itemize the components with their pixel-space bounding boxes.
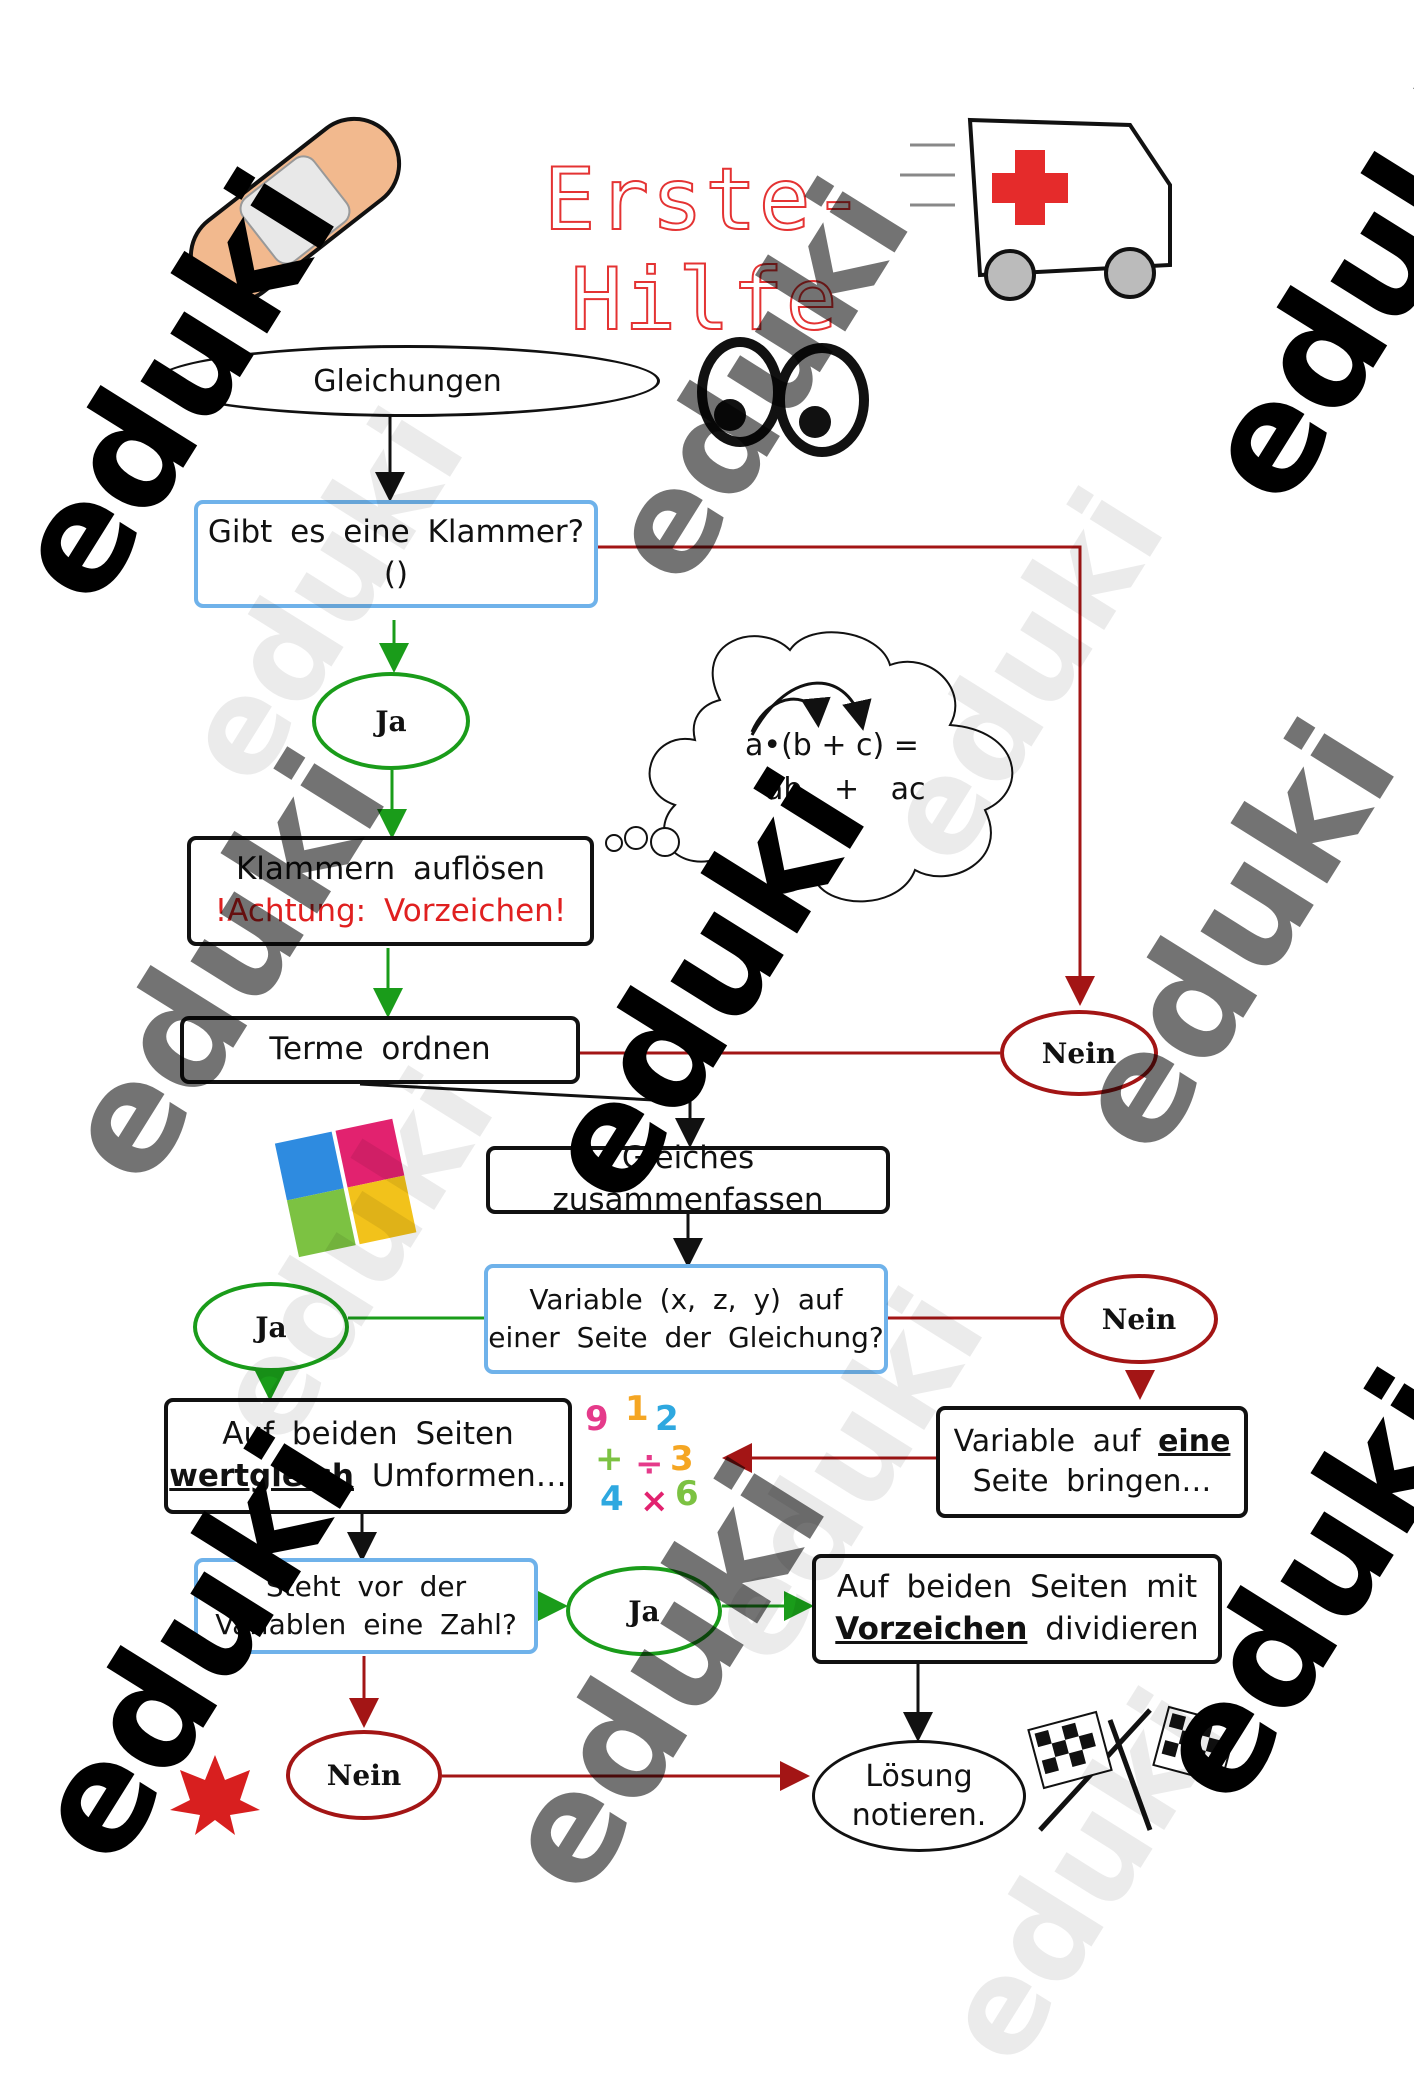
puzzle-icon xyxy=(274,1118,417,1258)
start-node: Gleichungen xyxy=(155,345,660,417)
yes-node-bracket: Ja xyxy=(312,672,470,770)
svg-text:4: 4 xyxy=(600,1479,624,1519)
numbers-icon: 9 1 2 + ÷ 3 4 × 6 xyxy=(585,1389,699,1521)
yes-node-variable: Ja xyxy=(193,1282,349,1372)
question-number-line2: Variablen eine Zahl? xyxy=(215,1608,517,1641)
flowchart-connectors: 9 1 2 + ÷ 3 4 × 6 xyxy=(170,116,1238,1835)
sort-terms-label: Terme ordnen xyxy=(269,1031,491,1068)
svg-text:3: 3 xyxy=(670,1439,694,1479)
yes-node-number: Ja xyxy=(566,1566,722,1656)
sort-terms-box: Terme ordnen xyxy=(180,1016,580,1084)
question-bracket-line2: () xyxy=(383,556,409,592)
arrow-terms-to-combine xyxy=(359,1082,705,1148)
svg-text:×: × xyxy=(640,1481,669,1521)
thought-formula-line1: a•(b + c) = xyxy=(745,728,919,763)
divide-rest: dividieren xyxy=(1045,1611,1199,1647)
arrow-question-to-no xyxy=(598,545,1095,1006)
move-variable-box: Variable auf eine Seite bringen… xyxy=(936,1406,1248,1518)
flowchart-page: 9 1 2 + ÷ 3 4 × 6 xyxy=(0,43,1414,2088)
no-node-number: Nein xyxy=(286,1730,442,1820)
no-label: Nein xyxy=(326,1758,402,1792)
move-variable-keyword: eine xyxy=(1158,1423,1231,1459)
transform-line2: wertgleich Umformen… xyxy=(169,1456,566,1498)
transform-rest: Umformen… xyxy=(371,1458,567,1494)
solution-node: Lösung notieren. xyxy=(812,1740,1026,1852)
transform-keyword: wertgleich xyxy=(169,1458,354,1494)
question-variable-box: Variable (x, z, y) auf einer Seite der G… xyxy=(484,1264,888,1374)
solution-line1: Lösung xyxy=(865,1759,973,1794)
svg-text:÷: ÷ xyxy=(635,1444,664,1484)
question-bracket-line1: Gibt es eine Klammer? xyxy=(207,514,585,551)
divide-keyword: Vorzeichen xyxy=(835,1611,1028,1647)
finish-flags-icon xyxy=(1027,1705,1238,1832)
move-variable-line1: Variable auf eine xyxy=(954,1422,1231,1463)
yes-label: Ja xyxy=(628,1594,660,1628)
sign-warning: !Achtung: Vorzeichen! xyxy=(214,893,567,929)
no-label: Nein xyxy=(1101,1302,1177,1336)
svg-text:+: + xyxy=(595,1439,624,1479)
combine-label: Gleiches zusammenfassen xyxy=(552,1140,824,1218)
solution-line2: notieren. xyxy=(851,1798,987,1833)
question-bracket-box: Gibt es eine Klammer? () xyxy=(194,500,598,608)
no-node-variable: Nein xyxy=(1060,1274,1218,1364)
question-number-line1: Steht vor der xyxy=(265,1570,467,1604)
no-node-bracket: Nein xyxy=(1000,1010,1158,1096)
combine-box: Gleiches zusammenfassen xyxy=(486,1140,890,1218)
yes-label: Ja xyxy=(255,1310,287,1344)
svg-text:9: 9 xyxy=(585,1399,609,1439)
question-variable-line1: Variable (x, z, y) auf xyxy=(529,1283,843,1317)
move-variable-line2: Seite bringen… xyxy=(972,1464,1212,1499)
page-title: Erste-Hilfe xyxy=(543,149,867,351)
divide-line2: Vorzeichen dividieren xyxy=(835,1609,1198,1651)
ambulance-icon xyxy=(900,117,1172,301)
svg-text:6: 6 xyxy=(675,1474,699,1514)
svg-text:2: 2 xyxy=(655,1399,679,1439)
thought-cloud xyxy=(605,631,1014,903)
transform-box: Auf beiden Seiten wertgleich Umformen… xyxy=(164,1398,572,1514)
transform-line1: Auf beiden Seiten xyxy=(222,1416,514,1453)
divide-box: Auf beiden Seiten mit Vorzeichen dividie… xyxy=(812,1554,1222,1664)
resolve-brackets-box: Klammern auflösen !Achtung: Vorzeichen! xyxy=(187,836,594,946)
move-variable-pre: Variable auf xyxy=(953,1423,1141,1459)
distributive-arrows xyxy=(750,681,872,736)
thought-formula-line2: ab + ac xyxy=(765,772,926,807)
yes-label: Ja xyxy=(375,704,407,738)
eyes-icon xyxy=(697,337,869,457)
maple-leaf-icon xyxy=(170,1755,260,1835)
question-variable-line2: einer Seite der Gleichung? xyxy=(488,1321,884,1354)
bandage-icon xyxy=(188,116,402,304)
resolve-brackets-line1: Klammern auflösen xyxy=(235,851,546,888)
svg-text:1: 1 xyxy=(625,1389,649,1429)
divide-line1: Auf beiden Seiten mit xyxy=(836,1569,1198,1606)
start-label: Gleichungen xyxy=(313,363,502,399)
no-label: Nein xyxy=(1041,1036,1117,1070)
question-number-box: Steht vor der Variablen eine Zahl? xyxy=(194,1558,538,1654)
